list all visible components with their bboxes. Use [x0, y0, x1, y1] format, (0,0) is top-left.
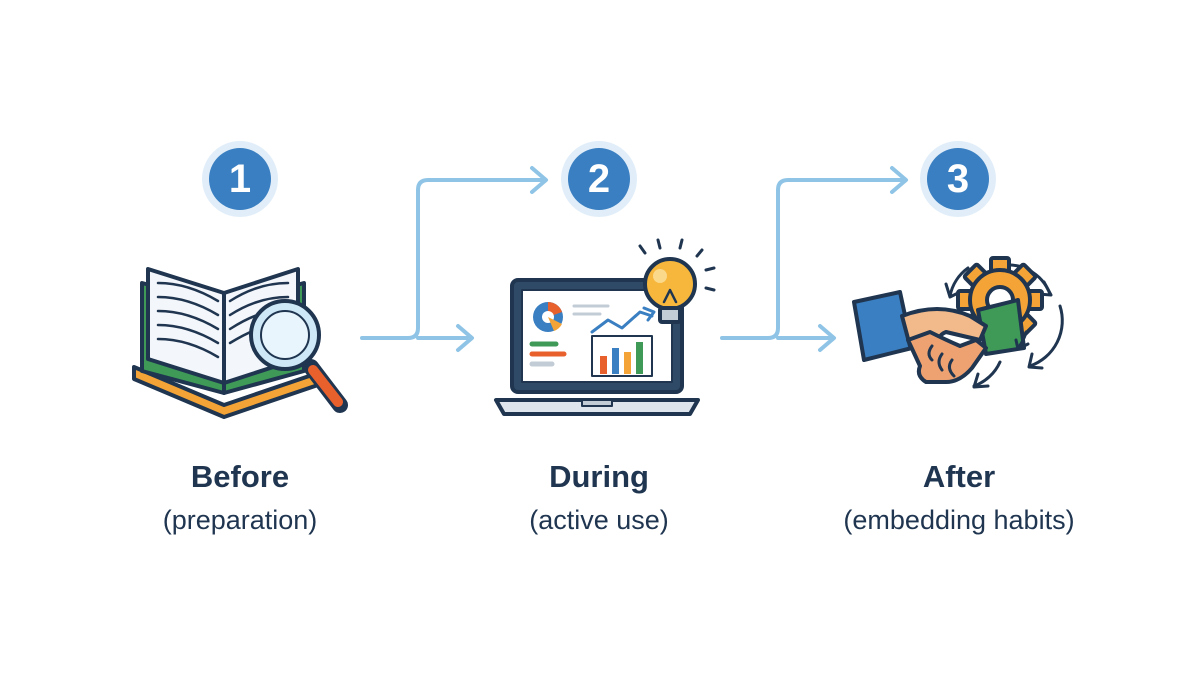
step-2-badge: 2 [561, 141, 637, 217]
step-1-subtitle: (preparation) [162, 505, 318, 535]
step-3-subtitle: (embedding habits) [843, 505, 1075, 535]
handshake-gear-icon [852, 256, 1064, 389]
step-2-subtitle: (active use) [529, 505, 669, 535]
step-2-title: During [549, 459, 649, 494]
arrowhead-1-lower [456, 324, 474, 352]
step-3-badge: 3 [920, 141, 996, 217]
connector-1-to-2 [360, 178, 547, 340]
step-1-number: 1 [209, 148, 271, 210]
step-1-badge: 1 [202, 141, 278, 217]
step-3-number: 3 [927, 148, 989, 210]
laptop-lightbulb-icon [494, 238, 716, 416]
arrowhead-1-upper [530, 166, 548, 194]
step-3-title: After [922, 459, 996, 494]
connector-2-to-3 [720, 178, 907, 340]
step-2-number: 2 [568, 148, 630, 210]
arrowhead-2-upper [890, 166, 908, 194]
arrowhead-2-lower [818, 324, 836, 352]
step-1-title: Before [190, 459, 290, 494]
book-magnifier-icon [132, 267, 348, 419]
